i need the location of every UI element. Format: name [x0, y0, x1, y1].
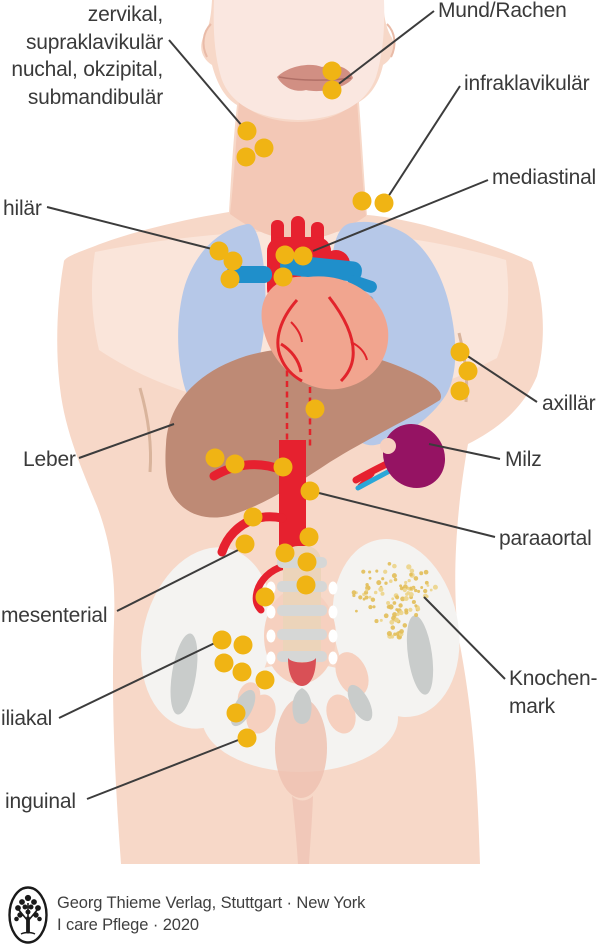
- lymph-node-dot: [237, 728, 257, 748]
- leader-line-mesenterial: [116, 545, 247, 612]
- lymph-node-dot: [236, 147, 256, 167]
- left-armpit-crease: [138, 387, 152, 473]
- lymph-node-dot: [322, 80, 342, 100]
- lymph-node-dot: [243, 507, 263, 527]
- heart: [226, 216, 389, 390]
- label-infraklavikulaer: infraklavikulär: [464, 72, 590, 95]
- lymph-node-dot: [212, 630, 232, 650]
- lymph-node-dot: [237, 121, 257, 141]
- leader-line-mediastinal: [312, 179, 489, 252]
- label-nuchal-okzipital-submandibulaer: nuchal, okzipital, submandibulär: [11, 58, 163, 109]
- lymph-node-dot: [300, 481, 320, 501]
- coronary-arteries: [276, 296, 368, 383]
- label-iliakal: iliakal: [1, 707, 53, 730]
- spine-column: [266, 546, 338, 724]
- coccyx: [292, 688, 312, 724]
- lymph-node-dot: [450, 342, 470, 362]
- lymph-node-dot: [296, 575, 316, 595]
- lymph-node-dot: [220, 269, 240, 289]
- face: [213, 0, 385, 120]
- left-ear-icon: [202, 23, 212, 58]
- neck: [230, 100, 366, 240]
- bone-marrow-speckles: [351, 562, 438, 640]
- publisher-line: Georg Thieme Verlag, Stuttgart · New Yor…: [57, 894, 366, 912]
- lymph-nodes: [205, 61, 478, 748]
- label-hilaer: hilär: [3, 197, 42, 220]
- lymph-node-dot: [297, 552, 317, 572]
- lymph-node-dot: [205, 448, 225, 468]
- lymph-node-dot: [223, 251, 243, 271]
- lymph-node-dot: [299, 527, 319, 547]
- leader-line-mund-rachen: [335, 10, 435, 87]
- label-leber: Leber: [23, 448, 76, 471]
- label-milz: Milz: [505, 448, 542, 471]
- spleen: [352, 423, 446, 491]
- label-knochenmark: Knochen- mark: [509, 667, 598, 718]
- label-axillaer: axillär: [542, 392, 596, 415]
- lymph-node-dot: [214, 653, 234, 673]
- lymph-node-dot: [273, 267, 293, 287]
- leader-line-milz: [428, 443, 501, 460]
- leader-line-infraklavikulaer: [385, 85, 461, 201]
- lymph-node-dot: [293, 246, 313, 266]
- lymph-node-dot: [352, 191, 372, 211]
- label-mesenterial: mesenterial: [1, 604, 108, 627]
- lymph-node-dot: [255, 587, 275, 607]
- leader-line-hilaer: [46, 206, 217, 251]
- leader-line-zervikal-supraklavikulaer: [168, 39, 244, 128]
- lymph-node-dot: [275, 543, 295, 563]
- edition-line: I care Pflege · 2020: [57, 916, 200, 934]
- label-mediastinal: mediastinal: [492, 166, 597, 189]
- lymph-node-dot: [209, 241, 229, 261]
- lymph-node-dot: [273, 457, 293, 477]
- label-inguinal: inguinal: [5, 790, 76, 813]
- lymph-node-dot: [322, 61, 342, 81]
- leader-line-inguinal: [86, 736, 247, 800]
- leader-line-paraaortal: [314, 491, 496, 538]
- lymph-node-dot: [232, 662, 252, 682]
- label-paraaortal: paraaortal: [499, 527, 592, 550]
- lymph-node-dot: [226, 703, 246, 723]
- lymph-node-dot: [305, 399, 325, 419]
- pubic-shading: [275, 698, 327, 864]
- lymph-node-dot: [225, 454, 245, 474]
- label-mund-rachen: Mund/Rachen: [438, 0, 567, 22]
- leader-line-knochenmark: [423, 596, 506, 680]
- right-ear-icon: [386, 23, 396, 58]
- thieme-tree-logo: [8, 886, 48, 944]
- lymph-node-dot: [233, 635, 253, 655]
- lymph-node-dot: [254, 138, 274, 158]
- label-zervikal-supraklavikulaer: zervikal, supraklavikulär: [25, 3, 163, 54]
- lymph-node-dot: [255, 670, 275, 690]
- lymph-node-dot: [450, 381, 470, 401]
- lymph-node-dot: [235, 534, 255, 554]
- liver: [165, 347, 442, 518]
- leader-line-leber: [78, 423, 175, 459]
- leader-lines: [46, 10, 538, 800]
- lymph-node-dot: [374, 193, 394, 213]
- credit-footer: Georg Thieme Verlag, Stuttgart · New Yor…: [0, 864, 600, 952]
- lymph-node-dot: [458, 361, 478, 381]
- leader-line-iliakal: [58, 640, 220, 719]
- leader-line-axillaer: [462, 352, 538, 403]
- lymph-node-dot: [275, 245, 295, 265]
